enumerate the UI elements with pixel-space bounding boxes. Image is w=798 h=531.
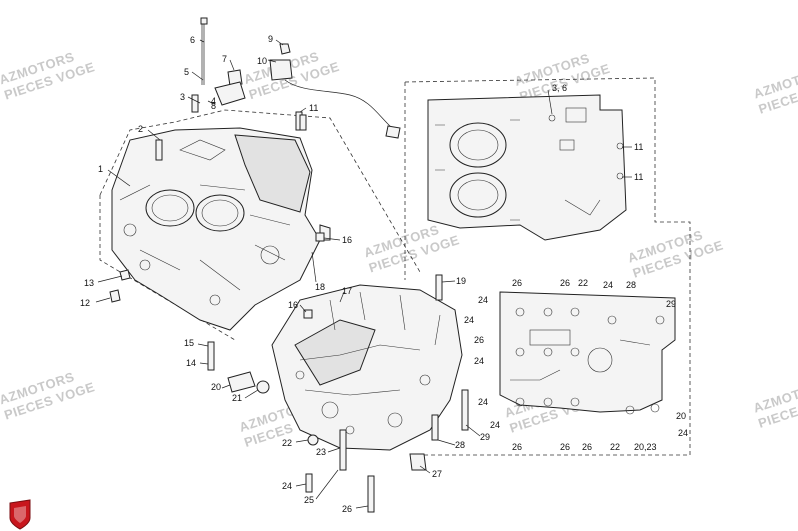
callout-12: 12 (80, 298, 90, 308)
callout-26: 26 (342, 504, 352, 514)
callout-numbers: 1 2 3 4 5 6 7 8 9 10 11 12 13 14 15 16 1… (80, 34, 490, 514)
sensor-connector (385, 125, 401, 139)
cylinder-bore-left (145, 189, 195, 227)
inset-callout-22b: 22 (610, 442, 620, 452)
inset-callout-24f: 24 (490, 420, 500, 430)
inset-callout-11b: 11 (634, 172, 643, 182)
inset-top-view (427, 94, 627, 241)
inset-callout-26f: 26 (582, 442, 592, 452)
callout-7: 7 (222, 54, 227, 64)
callout-22: 22 (282, 438, 292, 448)
lower-crankcase (271, 284, 463, 451)
callout-16-lower: 16 (288, 300, 298, 310)
callout-3: 3 (180, 92, 185, 102)
callout-9: 9 (268, 34, 273, 44)
callout-1: 1 (98, 164, 103, 174)
callout-11-left: 11 (309, 103, 318, 113)
callout-28: 28 (455, 440, 465, 450)
top-fittings (155, 17, 401, 161)
callout-20: 20 (211, 382, 221, 392)
callout-19: 19 (456, 276, 466, 286)
inset-callout-24e: 24 (478, 397, 488, 407)
inset-bottom-label: 20,23 (634, 442, 657, 452)
inset-callout-29: 29 (666, 299, 676, 309)
inset-callout-11a: 11 (634, 142, 643, 152)
inset-callout-24d: 24 (474, 356, 484, 366)
callout-29: 29 (480, 432, 490, 442)
inset-bottom-view (499, 291, 676, 415)
callout-14: 14 (186, 358, 196, 368)
inset-top-label: 3, 6 (552, 83, 567, 93)
callout-13: 13 (84, 278, 94, 288)
callout-17: 17 (342, 286, 352, 296)
inset-callout-24g: 24 (678, 428, 688, 438)
callout-10: 10 (257, 56, 267, 66)
inset-callout-24a: 24 (603, 280, 613, 290)
callout-16-upper: 16 (342, 235, 352, 245)
leader-lines (95, 39, 632, 509)
inset-callout-26a: 26 (512, 278, 522, 288)
inset-callout-24b: 24 (478, 295, 488, 305)
bolt-head (200, 17, 208, 25)
inset-callout-28: 28 (626, 280, 636, 290)
upper-crankcase (111, 127, 331, 331)
callout-4: 4 (211, 96, 216, 106)
callout-24: 24 (282, 481, 292, 491)
callout-27: 27 (432, 469, 442, 479)
cylinder-bore-right (195, 194, 245, 232)
inset-callout-26e: 26 (560, 442, 570, 452)
callout-8: 8 (211, 101, 216, 111)
inset-callout-26d: 26 (512, 442, 522, 452)
inset-callout-26c: 26 (474, 335, 484, 345)
brand-shield-logo (9, 499, 31, 530)
callout-2: 2 (138, 124, 143, 134)
inset-callouts: 3, 6 11 11 26 26 22 24 28 29 24 24 26 24… (464, 83, 688, 452)
callout-5: 5 (184, 67, 189, 77)
callout-15: 15 (184, 338, 194, 348)
loose-parts (109, 114, 469, 513)
callout-25: 25 (304, 495, 314, 505)
callout-6: 6 (190, 35, 195, 45)
callout-23: 23 (316, 447, 326, 457)
oil-pressure-switch (227, 371, 256, 393)
inset-callout-26b: 26 (560, 278, 570, 288)
callout-21: 21 (232, 393, 242, 403)
oil-filler-cap (269, 59, 293, 81)
inset-callout-22a: 22 (578, 278, 588, 288)
callout-18: 18 (315, 282, 325, 292)
inset-callout-20: 20 (676, 411, 686, 421)
inset-callout-24c: 24 (464, 315, 474, 325)
